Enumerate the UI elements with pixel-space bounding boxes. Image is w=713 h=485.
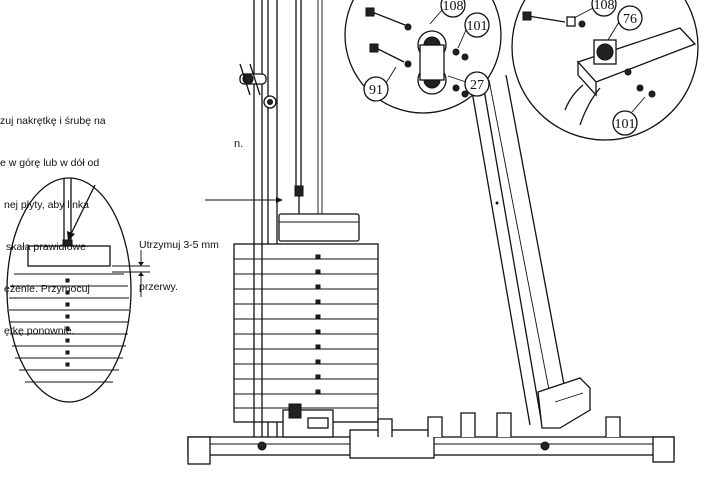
callout-101-left: 101 (467, 19, 488, 34)
instruction-line: ętkę ponownie. (4, 325, 75, 337)
gap-note-line: Utrzymuj 3-5 mm (139, 239, 219, 251)
stack-gap-detail (6, 177, 150, 403)
instruction-text: zuj nakrętkę i śrubę na e w górę lub w d… (0, 86, 106, 352)
callout-108-left: 108 (443, 0, 464, 14)
instruction-line: zuj nakrętkę i śrubę na (0, 115, 106, 127)
callout-108-right: 108 (594, 0, 615, 13)
gap-note-line: przerwy. (139, 281, 178, 293)
instruction-line: e w górę lub w dół od (0, 157, 100, 169)
instruction-line: skała prawidłowe (6, 241, 86, 253)
callout-27: 27 (470, 78, 484, 93)
instruction-line: ężenie. Przymocuj (4, 283, 90, 295)
bracket-detail-right: 108 76 101 (511, 0, 699, 141)
callout-101-right: 101 (615, 117, 636, 132)
callout-76: 76 (623, 12, 637, 27)
gap-note: Utrzymuj 3-5 mm przerwy. (139, 210, 219, 308)
callout-91: 91 (369, 83, 383, 98)
gym-machine-frame (187, 0, 675, 465)
instruction-line: nej płyty, aby linka (4, 199, 90, 211)
fragment-label: n. (234, 138, 243, 150)
pulley-detail-left: 108 101 91 27 (344, 0, 502, 114)
